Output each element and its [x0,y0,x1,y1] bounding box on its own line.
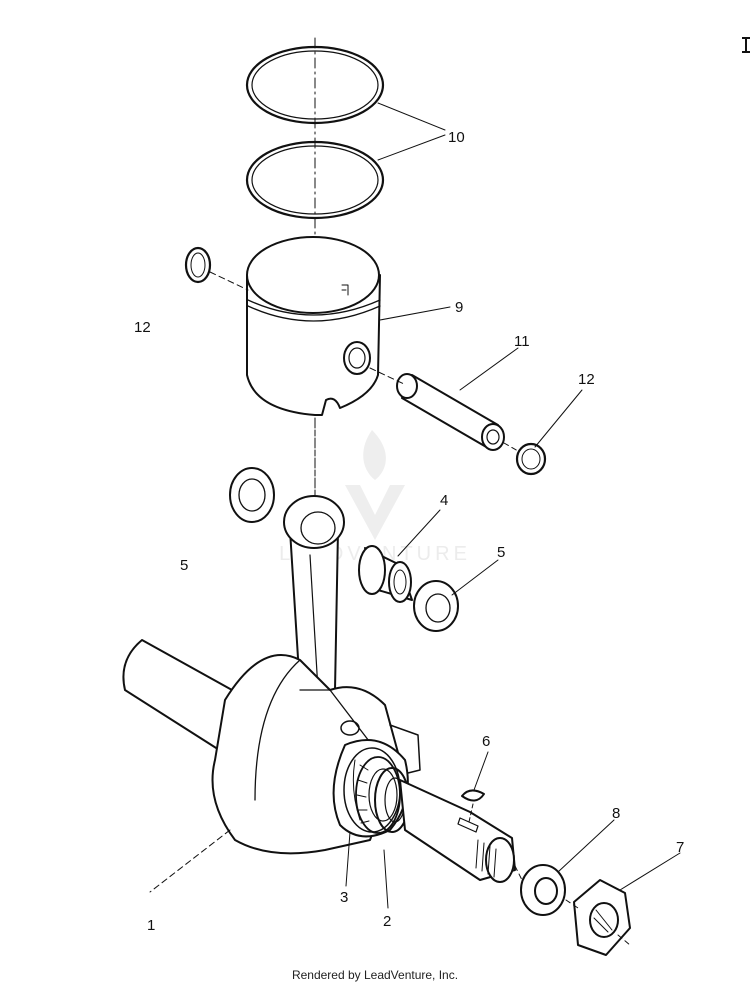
needle-bearing [358,545,413,603]
callout-5-left: 5 [180,557,188,574]
edge-mark [742,37,750,53]
footer-credit: Rendered by LeadVenture, Inc. [291,968,459,982]
circlip-right [515,442,547,476]
thrust-washer-left [229,467,275,523]
crank-nut [573,879,631,956]
callout-6: 6 [482,733,490,750]
callout-2: 2 [383,913,391,930]
piston-pin [396,373,505,451]
piston [246,236,381,416]
callout-10: 10 [448,129,465,146]
leader-lines [345,102,681,909]
callout-11: 11 [514,333,530,350]
callout-12-right: 12 [578,371,595,388]
callout-9: 9 [455,299,463,316]
callout-4: 4 [440,492,448,509]
connecting-rod [283,495,345,691]
callout-7: 7 [676,839,684,856]
callout-1: 1 [147,917,155,934]
thrust-washer-right [413,580,459,632]
piston-ring-lower [245,140,385,220]
callout-12-left: 12 [134,319,151,336]
callout-8: 8 [612,805,620,822]
main-bearing [355,756,401,834]
callout-5-right: 5 [497,544,505,561]
callout-3: 3 [340,889,348,906]
crank-output-shaft [399,779,516,883]
piston-ring-upper [245,45,385,125]
crankshaft [122,639,421,855]
circlip-left [184,246,212,284]
lock-washer [520,864,566,916]
woodruff-key [461,789,485,802]
